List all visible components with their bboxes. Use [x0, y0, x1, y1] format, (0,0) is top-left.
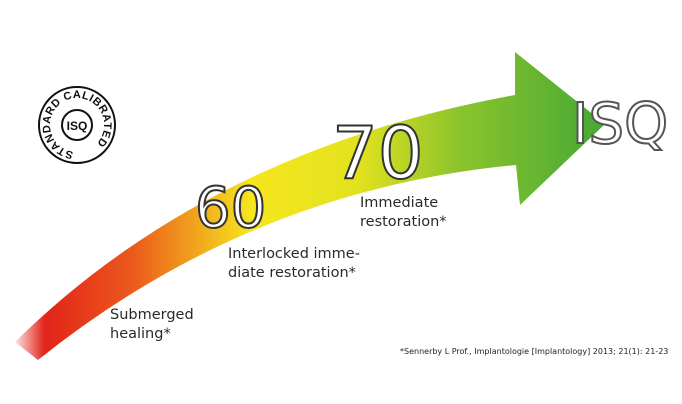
label-line: diate restoration*	[228, 265, 356, 281]
value-60: 60	[195, 176, 266, 241]
label-interlocked: Interlocked imme- diate restoration*	[228, 245, 360, 283]
badge-center-text: ISQ	[67, 119, 88, 133]
label-immediate: Immediate restoration*	[360, 194, 447, 232]
label-line: Interlocked imme-	[228, 246, 360, 262]
label-line: Immediate	[360, 195, 439, 211]
isq-badge: STANDARD CALIBRATED ISQ	[38, 86, 116, 164]
reference-footnote: *Sennerby L Prof., Implantologie [Implan…	[400, 347, 669, 356]
label-submerged-healing: Submerged healing*	[110, 306, 194, 344]
isq-unit: ISQ	[572, 92, 668, 157]
value-70: 70	[332, 111, 424, 195]
progress-arrow	[15, 52, 605, 360]
label-line: healing*	[110, 326, 171, 342]
label-line: Submerged	[110, 307, 194, 323]
label-line: restoration*	[360, 214, 447, 230]
